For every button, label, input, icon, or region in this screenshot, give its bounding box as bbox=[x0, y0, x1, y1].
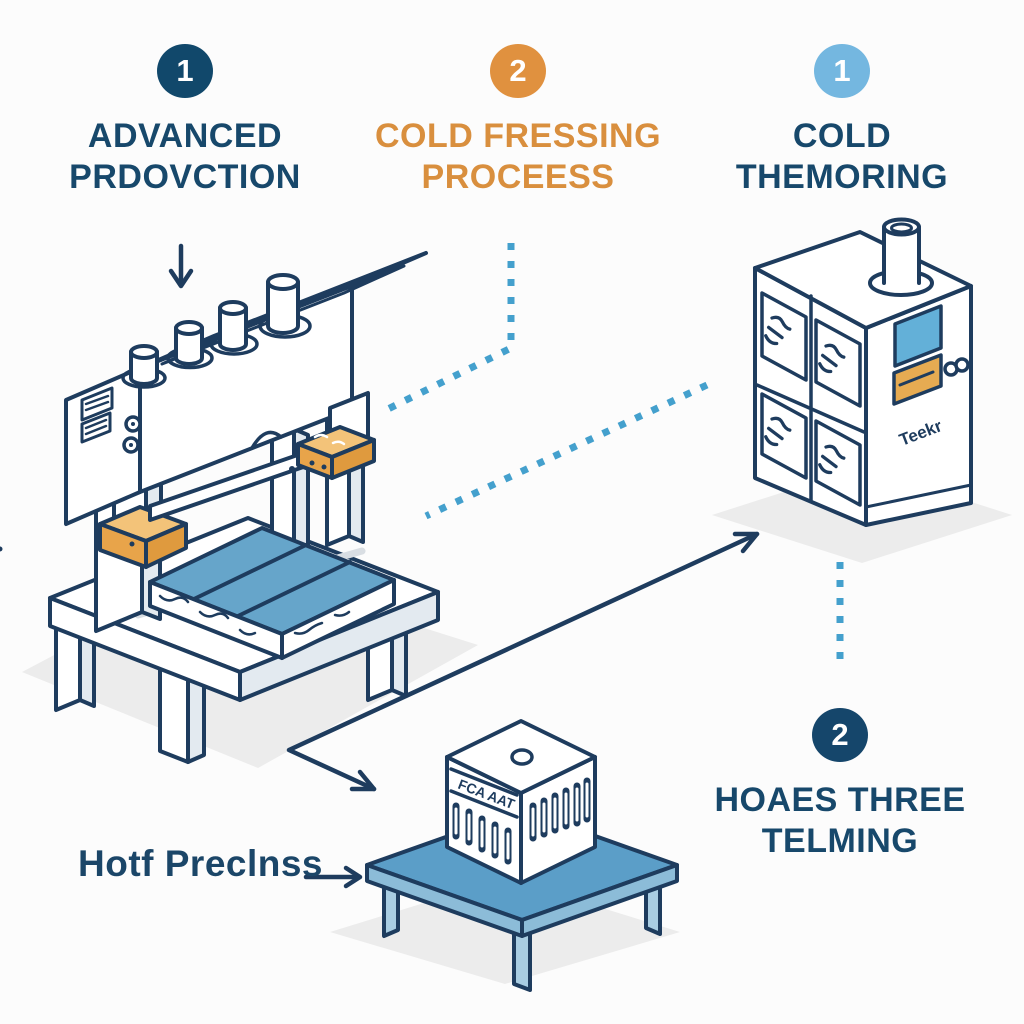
dotted-guide-press bbox=[384, 243, 515, 414]
flow-arrows bbox=[168, 243, 760, 889]
step-badge: 1 bbox=[157, 44, 213, 98]
crate-table-illustration: FCA AAT bbox=[365, 719, 679, 992]
dotted-flow-guides bbox=[384, 243, 844, 668]
step-badge: 1 bbox=[814, 44, 870, 98]
step-title-line1: ADVANCED bbox=[87, 117, 283, 155]
step-badge: 2 bbox=[490, 44, 546, 98]
step-title-line2: PROCEESS bbox=[421, 158, 615, 196]
hot-press-arrow bbox=[303, 865, 363, 889]
bent-flow-arrow bbox=[286, 531, 760, 792]
down-arrow bbox=[168, 243, 194, 289]
step-cold-pressing: 2 COLD FRESSING PROCEESS bbox=[348, 44, 688, 198]
step-title-line1: COLD bbox=[792, 117, 892, 155]
step-title-line2: THEMORING bbox=[735, 158, 949, 196]
step-advanced-production: 1 ADVANCED PRDOVCTION bbox=[15, 44, 355, 198]
hot-press-label: Hotf Preclnss bbox=[78, 843, 324, 884]
step-title-line1: COLD FRESSING bbox=[374, 117, 662, 155]
hydraulic-press-illustration bbox=[0, 251, 440, 764]
step-title-line1: HOAES THREE bbox=[714, 781, 966, 819]
step-hoaes-three: 2 HOAES THREE TELMING bbox=[670, 708, 1010, 862]
step-cold-storing: 1 COLD THEMORING bbox=[672, 44, 1012, 198]
step-title-line2: PRDOVCTION bbox=[69, 158, 301, 196]
cold-cabinet-illustration: Teekr bbox=[753, 217, 973, 527]
step-title-line2: TELMING bbox=[761, 822, 919, 860]
dotted-guide-cabinet bbox=[424, 381, 709, 520]
step-badge: 2 bbox=[812, 708, 868, 762]
cabinet-screen bbox=[893, 304, 943, 368]
